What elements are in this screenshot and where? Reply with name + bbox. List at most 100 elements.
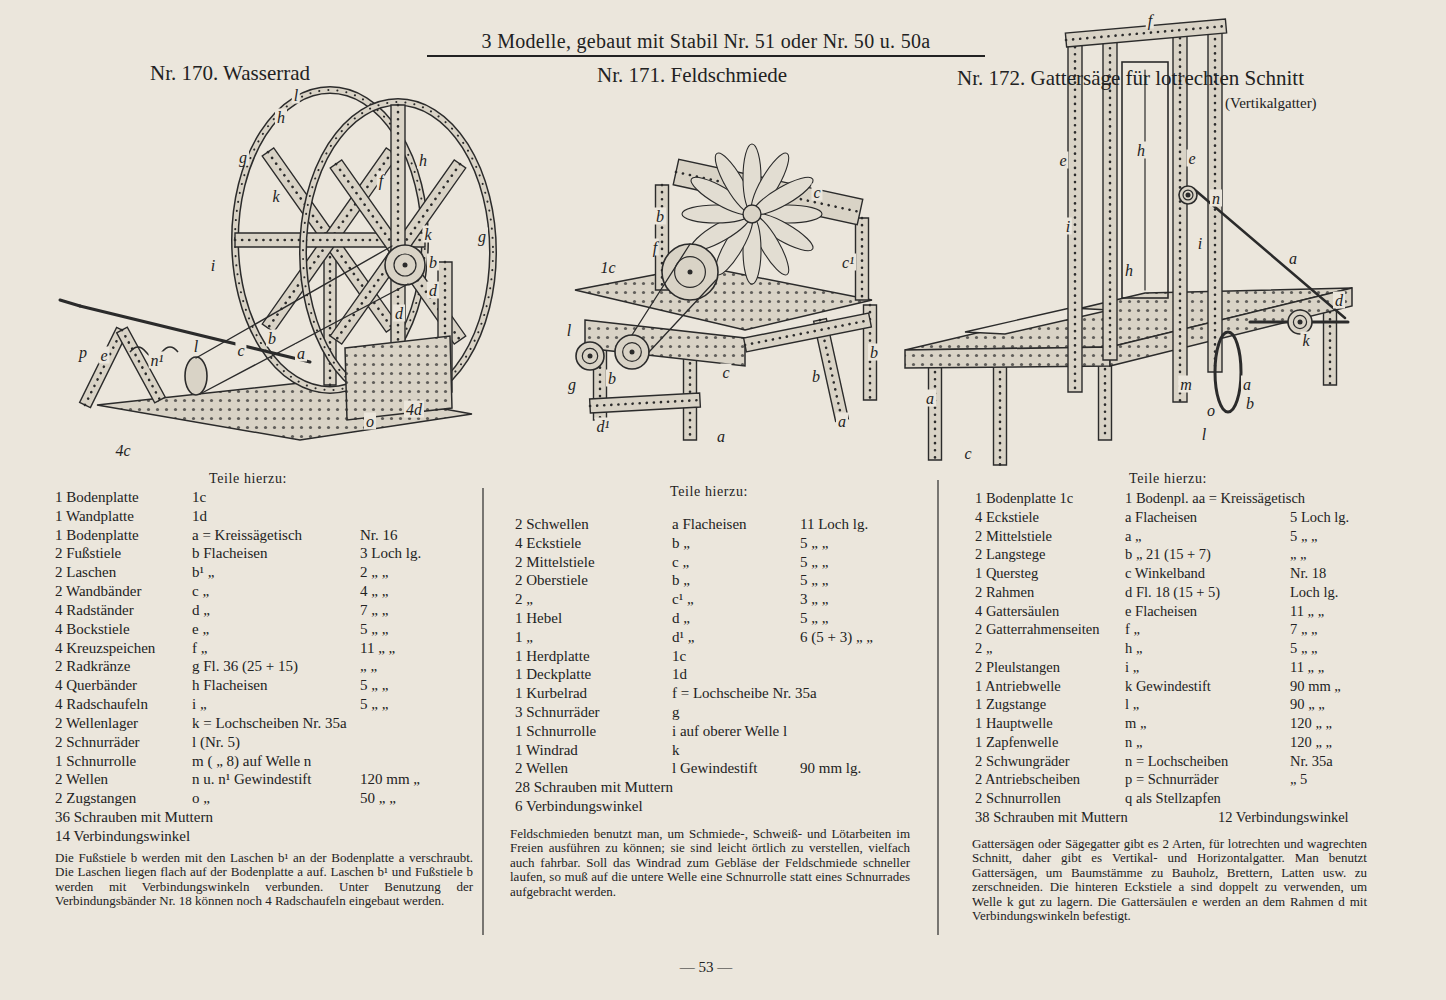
parts-cell: 11 „ „ xyxy=(360,639,395,657)
callout-letter: f xyxy=(651,239,659,256)
pulley-wheel xyxy=(1288,310,1312,334)
base-plate xyxy=(575,266,872,330)
callout-letter: l xyxy=(565,322,573,339)
strip-holes xyxy=(999,365,1002,465)
parts-cell: 5 „ „ xyxy=(800,609,828,627)
page-number: — 53 — xyxy=(680,958,733,976)
pulley-wheel xyxy=(615,335,649,369)
fan-hub xyxy=(743,205,761,223)
parts-cell: i auf oberer Welle l xyxy=(672,722,787,740)
parts-cell: 6 Verbindungswinkel xyxy=(515,797,643,815)
parts-cell: 2 Wellenlager xyxy=(55,714,138,732)
parts-cell: 1 Schnurrolle xyxy=(515,722,596,740)
saw-slot xyxy=(965,308,1110,334)
strip-holes xyxy=(861,218,864,300)
callout-letter: a xyxy=(1287,250,1299,267)
callout-letter: e xyxy=(1186,150,1197,167)
parts-cell: e „ xyxy=(192,620,209,638)
parts-heading: Teile hierzu: xyxy=(209,470,287,488)
callout-letter: i xyxy=(1196,235,1204,252)
flat-strip xyxy=(1068,40,1082,392)
parts-cell: 4 Bockstiele xyxy=(55,620,130,638)
parts-cell: 4 Kreuzspeichen xyxy=(55,639,155,657)
callout-letter: b xyxy=(654,208,666,225)
flat-strip xyxy=(856,218,869,300)
parts-cell: 1 Zapfenwelle xyxy=(975,733,1058,751)
drive-belt xyxy=(200,284,408,394)
parts-cell: 1 Deckplatte xyxy=(515,665,591,683)
flywheel-loop xyxy=(1215,332,1241,412)
parts-cell: g Fl. 36 (25 + 15) xyxy=(192,657,298,675)
callout-letter: h xyxy=(1135,142,1147,159)
callout-letter: d xyxy=(427,282,439,299)
parts-cell: Nr. 35a xyxy=(1290,752,1333,770)
flat-strip xyxy=(590,393,701,413)
callout-letter: g xyxy=(476,228,488,245)
callout-letter: n xyxy=(1210,190,1222,207)
parts-cell: 1c xyxy=(672,647,686,665)
callout-letter: b xyxy=(427,254,439,271)
parts-cell: 4 Radständer xyxy=(55,601,134,619)
parts-cell: 50 „ „ xyxy=(360,789,396,807)
callout-letter: c xyxy=(962,445,973,462)
plate-holes xyxy=(1110,288,1352,366)
plate-holes xyxy=(575,266,872,330)
callout-letter: h xyxy=(1123,262,1135,279)
parts-cell: 1 Antriebwelle xyxy=(975,677,1061,695)
parts-cell: 3 Loch lg. xyxy=(360,544,421,562)
parts-cell: 1 Bodenpl. aa = Kreissägetisch xyxy=(1125,489,1305,507)
parts-cell: 5 „ „ xyxy=(360,695,388,713)
parts-cell: f „ xyxy=(192,639,207,657)
parts-cell: 7 „ „ xyxy=(360,601,388,619)
callout-letter: l xyxy=(1200,426,1208,443)
parts-cell: 4 Querbänder xyxy=(55,676,137,694)
parts-cell: a Flacheisen xyxy=(672,515,747,533)
parts-cell: c „ xyxy=(672,553,689,571)
parts-cell: 5 „ „ xyxy=(800,571,828,589)
callout-letter: c xyxy=(811,184,822,201)
parts-cell: d¹ „ xyxy=(672,628,694,646)
callout-letter: o xyxy=(1205,402,1217,419)
callout-letter: e xyxy=(1057,152,1068,169)
pulley-groove xyxy=(582,348,597,363)
parts-cell: n = Lochscheiben xyxy=(1125,752,1228,770)
parts-cell: 2 Mittelstiele xyxy=(975,527,1052,545)
parts-cell: 2 Wandbänder xyxy=(55,582,141,600)
base-plate xyxy=(345,336,452,420)
parts-cell: 11 „ „ xyxy=(1290,658,1324,676)
callout-letter: a xyxy=(1241,376,1253,393)
callout-letter: a xyxy=(715,428,727,445)
parts-cell: e Flacheisen xyxy=(1125,602,1197,620)
parts-cell: f „ xyxy=(1125,620,1140,638)
parts-cell: 1 Hebel xyxy=(515,609,562,627)
parts-cell: 1 Bodenplatte xyxy=(55,526,139,544)
parts-heading: Teile hierzu: xyxy=(1129,470,1207,488)
parts-cell: 11 Loch lg. xyxy=(800,515,868,533)
parts-cell: b Flacheisen xyxy=(192,544,267,562)
parts-cell: 2 Fußstiele xyxy=(55,544,121,562)
page-title: 3 Modelle, gebaut mit Stabil Nr. 51 oder… xyxy=(427,29,985,57)
pulley-wheel xyxy=(662,244,718,300)
parts-cell: 5 „ „ xyxy=(1290,639,1317,657)
pulley-hub xyxy=(688,270,693,275)
callout-letter: b xyxy=(868,344,880,361)
parts-cell: i „ xyxy=(192,695,207,713)
strip-holes xyxy=(745,320,870,345)
parts-cell: 2 „ xyxy=(975,639,992,657)
callout-letter: i xyxy=(209,257,217,274)
parts-cell: 28 Schrauben mit Muttern xyxy=(515,778,673,796)
parts-cell: 2 Schwellen xyxy=(515,515,589,533)
flat-strip xyxy=(117,327,166,403)
plate-holes xyxy=(585,320,745,366)
parts-cell: 1d xyxy=(192,507,207,525)
parts-cell: m „ xyxy=(1125,714,1146,732)
parts-cell: 1 Herdplatte xyxy=(515,647,590,665)
callout-letter: c¹ xyxy=(840,254,856,271)
parts-cell: 1d xyxy=(672,665,687,683)
parts-cell: 5 „ „ xyxy=(360,676,388,694)
pulley-groove xyxy=(1293,315,1306,328)
description-text: Feldschmieden benutzt man, um Schmiede-,… xyxy=(510,827,910,899)
base-plate xyxy=(1110,288,1352,366)
parts-cell: 5 „ „ xyxy=(360,620,388,638)
parts-cell: 2 „ „ xyxy=(360,563,388,581)
